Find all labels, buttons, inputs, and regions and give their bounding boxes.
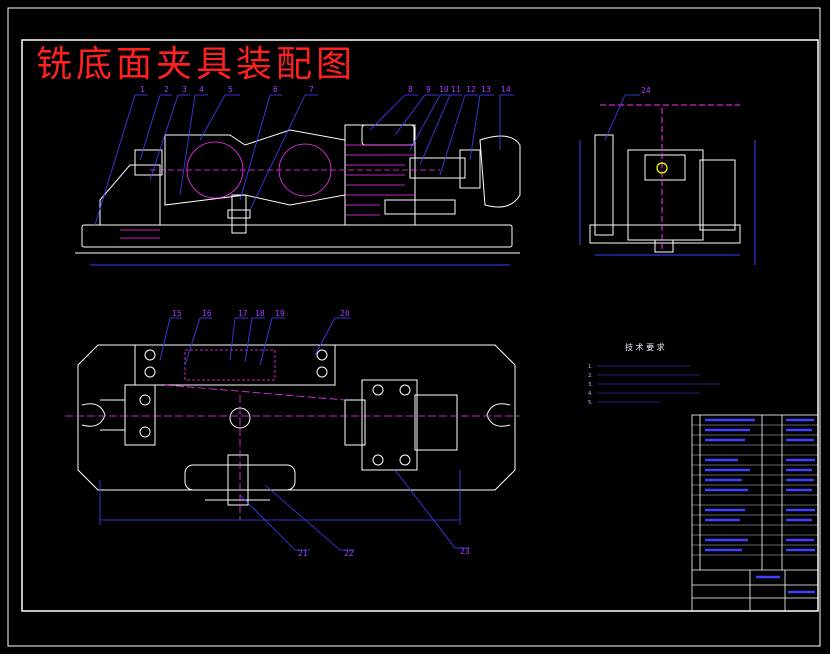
- label-14: 14: [501, 85, 511, 94]
- tech-heading: 技 术 要 求: [625, 342, 665, 352]
- label-9: 9: [426, 85, 431, 94]
- label-15: 15: [172, 309, 182, 318]
- front-view-part-numbers: 1 2 3 4 5 6 7 8 9 10 11 12 13 14: [140, 85, 511, 94]
- label-2: 2: [164, 85, 169, 94]
- label-24: 24: [641, 86, 651, 95]
- label-18: 18: [255, 309, 265, 318]
- label-13: 13: [481, 85, 491, 94]
- label-17: 17: [238, 309, 248, 318]
- parts-list-entries: [705, 418, 815, 594]
- front-view: [75, 124, 521, 266]
- top-view-leaders: [99, 317, 470, 551]
- side-view-leaders: [604, 94, 640, 141]
- label-19: 19: [275, 309, 285, 318]
- tech-note-1: 1.: [588, 364, 593, 370]
- label-3: 3: [182, 85, 187, 94]
- front-view-leaders: [94, 94, 514, 226]
- front-view-section: [120, 141, 440, 239]
- tech-note-2: 2.: [588, 373, 593, 379]
- label-6: 6: [273, 85, 278, 94]
- parts-list-rows: [692, 424, 818, 556]
- technical-requirements: 技 术 要 求 1. 2. 3. 4. 5.: [588, 342, 720, 406]
- label-10: 10: [439, 85, 449, 94]
- label-12: 12: [466, 85, 476, 94]
- top-view: [77, 344, 516, 506]
- inner-border: [21, 39, 819, 612]
- label-21: 21: [298, 549, 308, 558]
- label-4: 4: [199, 85, 204, 94]
- outer-border: [7, 7, 821, 647]
- side-view: [579, 104, 756, 265]
- side-view-center-mark: [656, 162, 668, 174]
- label-7: 7: [309, 85, 314, 94]
- label-20: 20: [340, 309, 350, 318]
- tech-note-5: 5.: [588, 400, 593, 406]
- label-1: 1: [140, 85, 145, 94]
- tech-note-4: 4.: [588, 391, 593, 397]
- top-view-centerlines: [65, 349, 520, 520]
- label-23: 23: [460, 547, 470, 556]
- drawing-title: 铣底面夹具装配图: [36, 44, 356, 85]
- tech-note-3: 3.: [588, 382, 593, 388]
- title-block: [691, 414, 819, 612]
- top-view-holes: [139, 349, 411, 466]
- label-11: 11: [451, 85, 461, 94]
- label-5: 5: [228, 85, 233, 94]
- top-view-part-numbers: 15 16 17 18 19 20 21 22 23: [172, 309, 470, 558]
- label-22: 22: [344, 549, 354, 558]
- label-8: 8: [408, 85, 413, 94]
- label-16: 16: [202, 309, 212, 318]
